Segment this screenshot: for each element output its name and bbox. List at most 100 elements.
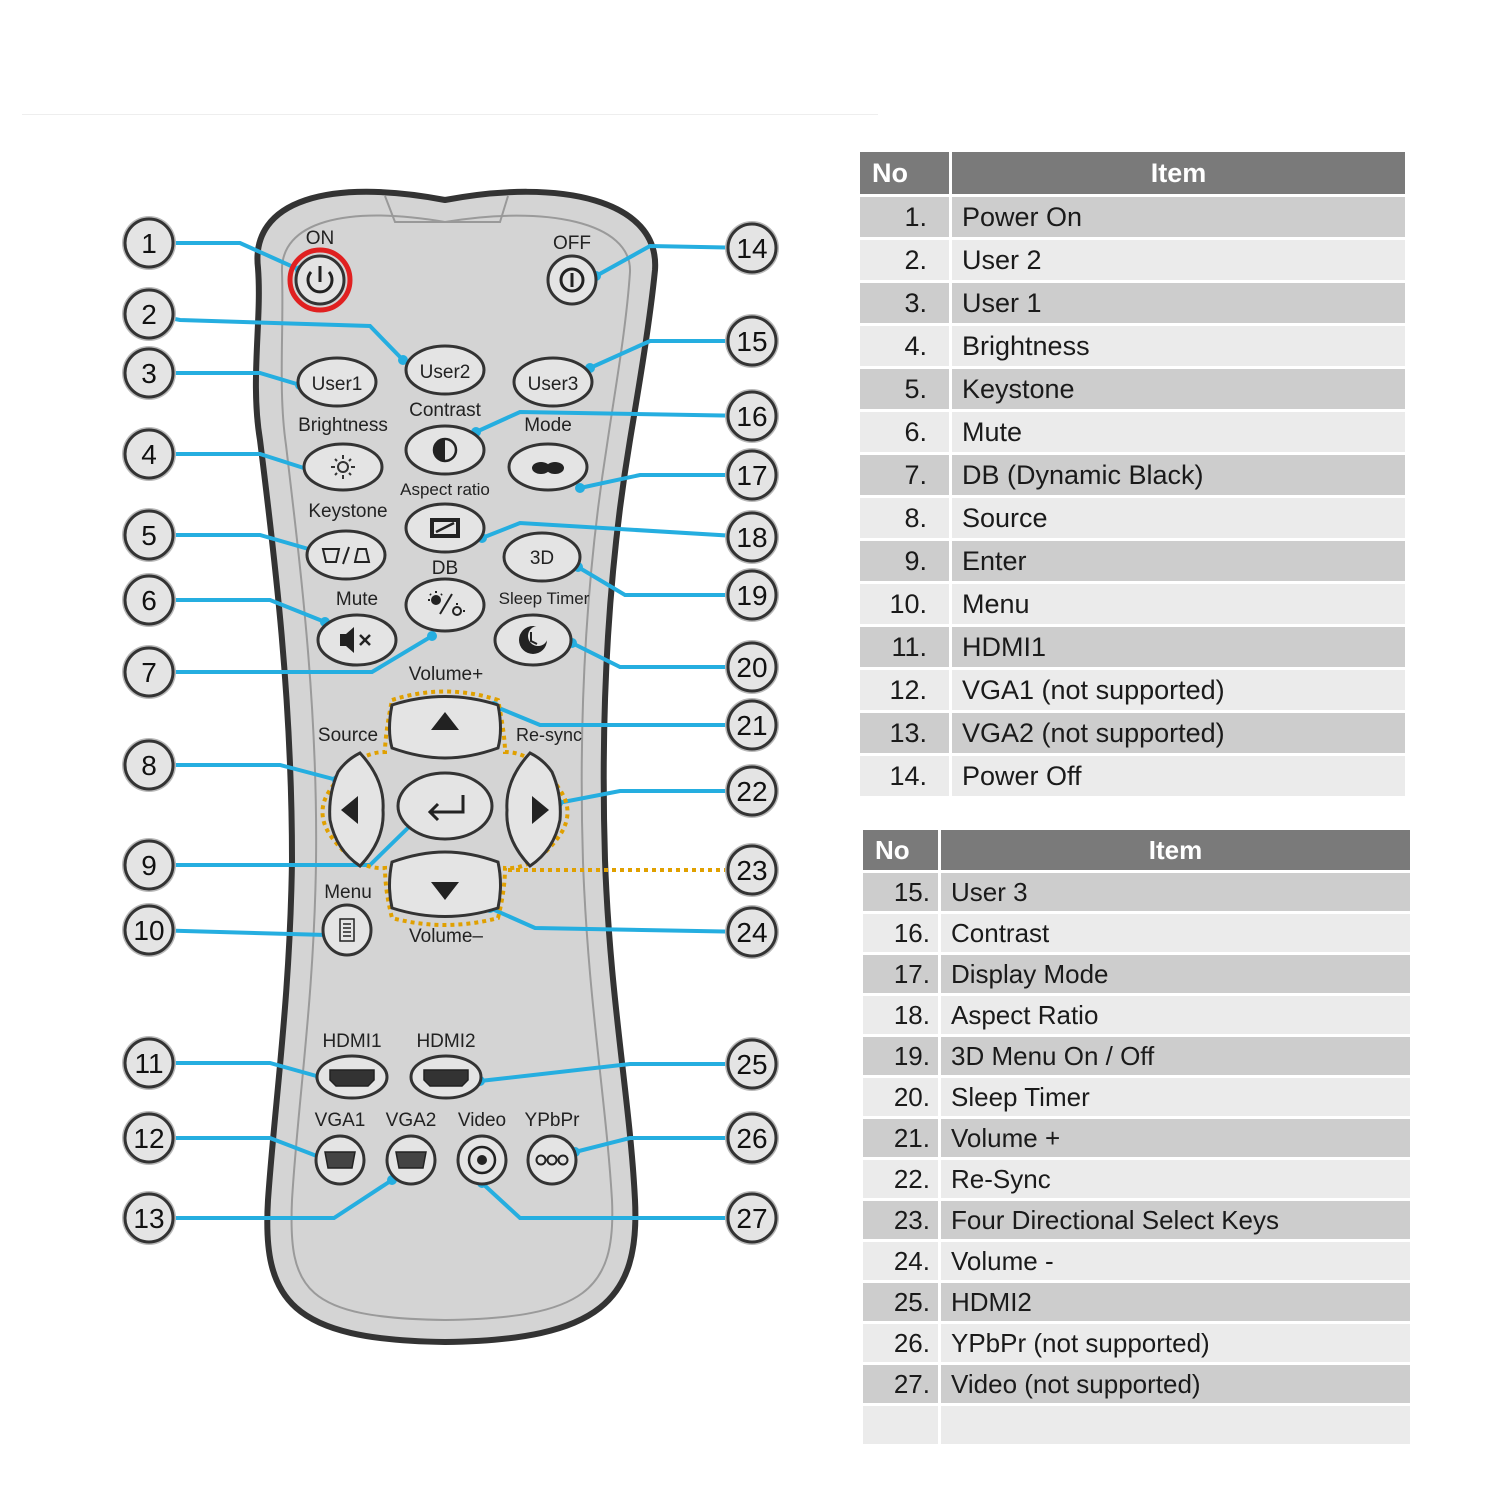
label-menu: Menu <box>324 882 372 903</box>
callout-circle <box>123 1037 175 1089</box>
callout-leader <box>595 243 753 278</box>
row-number: 13. <box>860 713 949 756</box>
label-video: Video <box>458 1110 506 1131</box>
callout-number: 13 <box>133 1203 164 1234</box>
user1-button[interactable] <box>296 356 378 408</box>
table-header-row: No Item <box>860 152 1405 197</box>
row-number: 26. <box>863 1324 938 1365</box>
callout-number: 23 <box>736 855 767 886</box>
callout-circle <box>726 765 778 817</box>
callout-number: 19 <box>736 580 767 611</box>
callout-number: 27 <box>736 1203 767 1234</box>
label-aspect-ratio: Aspect ratio <box>400 480 490 499</box>
label-user1: User1 <box>312 374 363 395</box>
callout-leader <box>489 906 753 934</box>
callout-circle <box>726 569 778 621</box>
table-row: 7.DB (Dynamic Black) <box>860 455 1405 498</box>
power-icon <box>559 267 585 293</box>
menu-list-icon <box>339 918 355 942</box>
callout-leader <box>149 1178 394 1220</box>
mute-button[interactable] <box>316 613 398 667</box>
row-item: Four Directional Select Keys <box>938 1201 1410 1242</box>
callout-number: 7 <box>141 657 157 688</box>
callout-number: 21 <box>736 710 767 741</box>
label-vga2: VGA2 <box>386 1110 437 1131</box>
callout-2: 2 <box>122 287 176 341</box>
row-number: 21. <box>863 1119 938 1160</box>
callout-number: 18 <box>736 522 767 553</box>
row-item: Display Mode <box>938 955 1410 996</box>
row-number: 4. <box>860 326 949 369</box>
row-number: 8. <box>860 498 949 541</box>
row-number: 7. <box>860 455 949 498</box>
callout-4: 4 <box>122 427 176 481</box>
callout-number: 25 <box>736 1049 767 1080</box>
row-item: Sleep Timer <box>938 1078 1410 1119</box>
enter-button[interactable] <box>396 771 494 841</box>
callout-number: 20 <box>736 652 767 683</box>
user2-button[interactable] <box>404 344 486 396</box>
callout-leader <box>149 452 311 472</box>
brightness-button[interactable] <box>302 442 384 492</box>
callout-8: 8 <box>122 738 176 792</box>
callout-number: 15 <box>736 326 767 357</box>
row-item: HDMI2 <box>938 1283 1410 1324</box>
callout-number: 4 <box>141 439 157 470</box>
3d-button[interactable] <box>502 531 582 583</box>
table-row: 23.Four Directional Select Keys <box>863 1201 1410 1242</box>
callout-circle <box>123 739 175 791</box>
callout-23: 23 <box>725 843 779 897</box>
speaker-mute-icon <box>340 627 371 653</box>
label-user3: User3 <box>528 374 579 395</box>
callout-number: 16 <box>736 401 767 432</box>
row-number: 9. <box>860 541 949 584</box>
row-item: Enter <box>949 541 1405 584</box>
top-divider <box>22 114 878 115</box>
sun-icon <box>331 455 355 479</box>
label-db: DB <box>432 558 458 579</box>
callout-circle <box>123 1112 175 1164</box>
callout-number: 9 <box>141 850 157 881</box>
label-volume-minus: Volume– <box>409 926 483 947</box>
label-hdmi2: HDMI2 <box>416 1031 475 1052</box>
row-item: Power Off <box>949 756 1405 799</box>
row-item: Keystone <box>949 369 1405 412</box>
table-row: 18.Aspect Ratio <box>863 996 1410 1037</box>
row-number: 12. <box>860 670 949 713</box>
row-item <box>938 1406 1410 1447</box>
menu-button[interactable] <box>321 903 373 957</box>
dynamic-black-icon <box>428 591 465 616</box>
half-circle-icon <box>432 437 458 463</box>
row-item: User 1 <box>949 283 1405 326</box>
row-item: VGA1 (not supported) <box>949 670 1405 713</box>
callout-circle <box>726 1038 778 1090</box>
callout-13: 13 <box>122 1191 176 1245</box>
table-row: 9.Enter <box>860 541 1405 584</box>
callout-number: 1 <box>141 228 157 259</box>
callout-leader <box>148 928 328 937</box>
callout-circle <box>123 428 175 480</box>
row-item: Contrast <box>938 914 1410 955</box>
callout-circle <box>726 699 778 751</box>
label-resync: Re-sync <box>516 725 582 745</box>
callout-number: 24 <box>736 917 767 948</box>
remote-buttons <box>287 247 598 1186</box>
leader-end-dot <box>427 631 437 641</box>
ypbpr-button[interactable] <box>526 1134 578 1186</box>
table-row: 26.YPbPr (not supported) <box>863 1324 1410 1365</box>
callout-number: 2 <box>141 299 157 330</box>
power-on-ring <box>287 247 353 313</box>
user3-button[interactable] <box>512 356 594 408</box>
callout-circle <box>726 906 778 958</box>
callout-10: 10 <box>122 903 176 957</box>
header-item: Item <box>938 830 1410 873</box>
table-row: 2.User 2 <box>860 240 1405 283</box>
row-item: User 2 <box>949 240 1405 283</box>
table-row: 16.Contrast <box>863 914 1410 955</box>
row-item: Re-Sync <box>938 1160 1410 1201</box>
table-row: 14.Power Off <box>860 756 1405 799</box>
row-number: 11. <box>860 627 949 670</box>
row-number: 16. <box>863 914 938 955</box>
remote-labels: ON OFF User1 User2 User3 Brightness Cont… <box>298 228 591 1131</box>
row-number: 15. <box>863 873 938 914</box>
